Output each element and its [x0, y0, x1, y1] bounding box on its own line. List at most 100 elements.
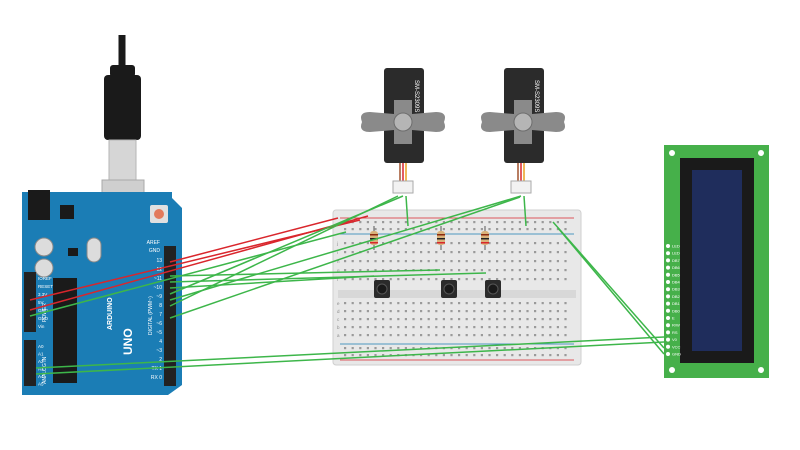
wire-red-2 [169, 217, 339, 263]
wire-servo-2-sig [523, 195, 527, 227]
breadboard-holes [344, 221, 567, 357]
breadboard-row-label: g [337, 268, 340, 273]
lcd-pin [666, 272, 670, 277]
lcd-pin-label: DB0 [672, 308, 681, 313]
breadboard-row-label: d [337, 309, 340, 314]
gnd-label: GND [149, 248, 161, 254]
digital-pin-label: 7 [159, 312, 162, 318]
lcd-pin [666, 280, 670, 284]
breadboard-row-label: c [337, 317, 340, 322]
lcd-display: LEDLEDDB7DB6DB5DB4DB3DB2DB1DB0ER/WRSV0VC… [664, 145, 769, 378]
pushbutton-2[interactable] [441, 280, 457, 298]
power-pin-label: Vin [38, 324, 45, 329]
digital-pin-label: ~11 [154, 276, 162, 282]
lcd-pin-label: LED [672, 251, 680, 256]
servo-1-label: SM-S2309S [413, 80, 419, 112]
aref-label: AREF [147, 240, 160, 246]
wire-servo-1-sig [405, 195, 409, 227]
lcd-pin-label: RS [672, 330, 678, 335]
digital-pin-label: ~5 [156, 330, 162, 336]
digital-pin-label: 2 [159, 357, 162, 363]
lcd-pin-label: DB5 [672, 272, 681, 277]
lcd-pin [666, 294, 670, 299]
wire-a5-scl [35, 341, 665, 375]
digital-pin-label: TX 1 [151, 366, 162, 372]
power-pin-label: GND [38, 316, 49, 321]
breadboard-row-label: f [337, 277, 339, 282]
digital-pin-label: 12 [156, 267, 162, 273]
servo-2-label: SM-S2309S [533, 80, 539, 112]
power-header [24, 272, 36, 332]
digital-pin-label: ~3 [156, 348, 162, 354]
arduino-brand: ARDUINO [107, 297, 114, 330]
resistor-1 [370, 226, 378, 250]
usb-cable [101, 35, 145, 219]
resistor-3 [481, 226, 489, 250]
analog-pin-label: A5 [38, 382, 44, 387]
lcd-pin-label: DB4 [672, 280, 681, 285]
lcd-pin-label: E [672, 316, 675, 321]
wire-lcd-gnd [557, 227, 665, 355]
lcd-pin-label: VCC [672, 344, 681, 349]
analog-label: ANALOG IN [42, 356, 48, 384]
analog-pin-label: A2 [38, 359, 44, 364]
breadboard-row-label: b [337, 325, 340, 330]
lcd-pin [666, 316, 670, 320]
digital-header [164, 246, 176, 386]
analog-pin-label: A4 [38, 374, 44, 379]
digital-pin-label: ~6 [156, 321, 162, 327]
breadboard-row-label: h [337, 259, 340, 264]
lcd-pin-label: DB6 [672, 265, 681, 270]
servo-1: SM-S2309S [361, 68, 445, 194]
digital-pin-label: 8 [159, 303, 162, 309]
power-pin-label: 3.3V [38, 292, 47, 297]
analog-header [24, 340, 36, 386]
power-jack [28, 190, 50, 220]
wire-servo-gnd [169, 196, 521, 319]
analog-pin-label: A1 [38, 352, 44, 357]
breadboard-row-label: e [337, 301, 340, 306]
power-pin-label: GND [38, 308, 49, 313]
digital-pin-label: ~10 [154, 285, 163, 291]
wire-a4-sda [35, 336, 665, 369]
lcd-pin-label: GND [672, 352, 681, 357]
lcd-pins: LEDLEDDB7DB6DB5DB4DB3DB2DB1DB0ER/WRSV0VC… [666, 244, 681, 357]
pushbutton-3[interactable] [485, 280, 501, 298]
power-pin-label: RESET [38, 284, 53, 289]
lcd-pin [666, 344, 670, 349]
lcd-pin-label: LED [672, 244, 680, 249]
wire-servo-2 [169, 195, 522, 301]
analog-pin-label: A0 [38, 344, 44, 349]
lcd-pin [666, 352, 670, 356]
digital-label: DIGITAL (PWM~) [148, 296, 154, 335]
lcd-pin [666, 323, 670, 328]
lcd-pin [666, 251, 670, 256]
wire-servo-power [169, 195, 399, 307]
lcd-pin [666, 330, 670, 335]
servo-2: SM-S2309S [481, 68, 565, 194]
power-pin-label: 5V [38, 300, 44, 305]
lcd-pin-label: R/W [672, 323, 680, 328]
lcd-pin [666, 287, 670, 292]
resistor-2 [437, 226, 445, 250]
digital-pin-label: 4 [159, 339, 162, 345]
lcd-pin [666, 244, 670, 248]
lcd-pin-label: DB2 [672, 294, 681, 299]
lcd-pin-label: DB1 [672, 301, 681, 306]
digital-pin-label: RX 0 [151, 375, 162, 381]
pushbutton-1[interactable] [374, 280, 390, 298]
power-pin-label: IOREF [38, 276, 52, 281]
arduino-model: UNO [121, 328, 135, 355]
lcd-pin-label: DB7 [672, 258, 681, 263]
wires [29, 195, 665, 375]
power-pin-labels: IOREF RESET 3.3V 5V GND GND Vin [38, 276, 53, 329]
lcd-pin [666, 258, 670, 263]
breadboard-row-label: i [337, 250, 338, 255]
lcd-pin [666, 265, 670, 270]
lcd-pin [666, 308, 670, 313]
